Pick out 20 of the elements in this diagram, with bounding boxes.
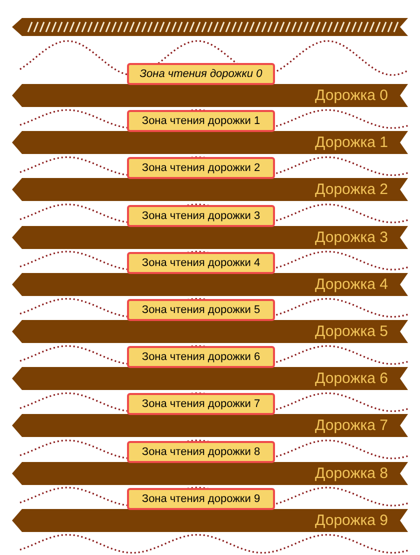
read-zone-label: Зона чтения дорожки 3 bbox=[127, 204, 275, 227]
read-zone-label: Зона чтения дорожки 0 bbox=[127, 63, 275, 85]
read-zone-label: Зона чтения дорожки 4 bbox=[127, 252, 275, 274]
track-label: Дорожка 6 bbox=[315, 370, 388, 388]
track-label: Дорожка 3 bbox=[315, 228, 388, 246]
read-zone-label: Зона чтения дорожки 7 bbox=[127, 393, 275, 416]
track-label: Дорожка 8 bbox=[315, 464, 388, 482]
read-zone-label: Зона чтения дорожки 5 bbox=[127, 299, 275, 321]
track-label: Дорожка 1 bbox=[315, 134, 388, 152]
track-label: Дорожка 0 bbox=[315, 87, 388, 104]
read-zone-label: Зона чтения дорожки 6 bbox=[127, 346, 275, 368]
read-zone-label: Зона чтения дорожки 8 bbox=[127, 440, 275, 463]
track-label: Дорожка 4 bbox=[315, 276, 388, 293]
read-zone-label: Зона чтения дорожки 9 bbox=[127, 488, 275, 510]
track-label: Дорожка 9 bbox=[315, 512, 388, 529]
track-label: Дорожка 5 bbox=[315, 323, 388, 340]
read-zone-label: Зона чтения дорожки 1 bbox=[127, 110, 275, 132]
read-zone-label: Зона чтения дорожки 2 bbox=[127, 157, 275, 180]
track-label: Дорожка 2 bbox=[315, 181, 388, 198]
track-label: Дорожка 7 bbox=[315, 417, 388, 434]
